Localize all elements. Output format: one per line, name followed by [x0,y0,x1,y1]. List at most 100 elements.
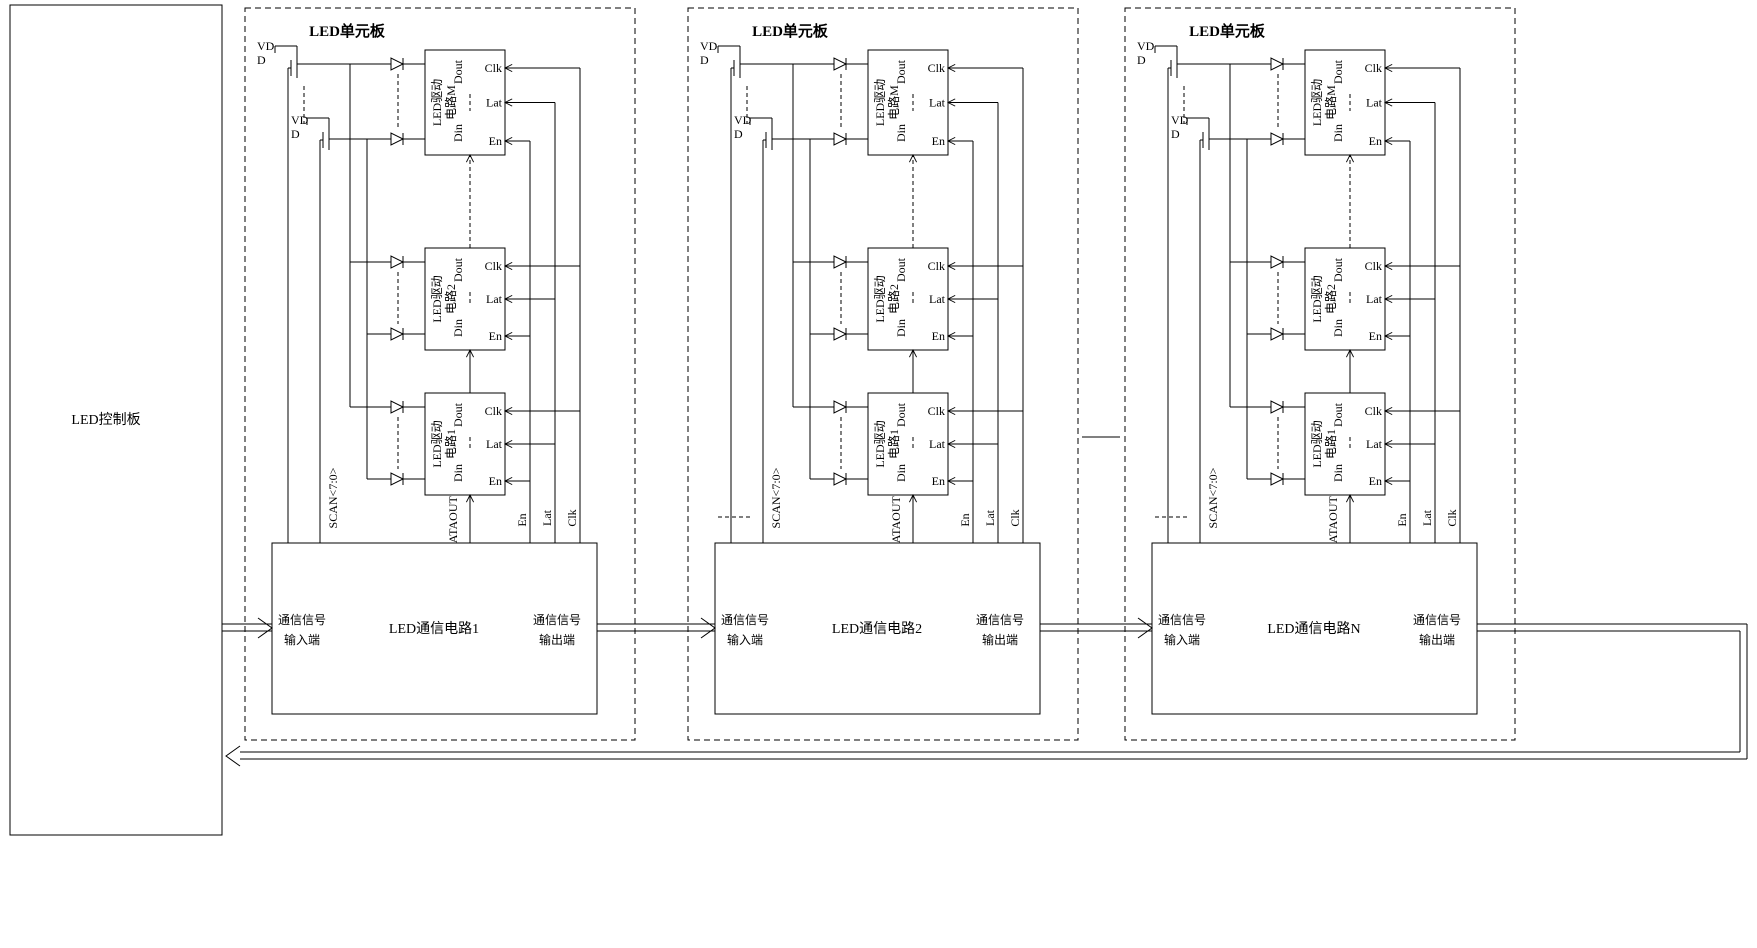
comm-output-label: 通信信号 [976,613,1024,627]
pin-label-clk: Clk [1365,259,1382,273]
comm-input-label: 输入端 [1164,632,1200,647]
led-diode-icon [833,57,848,71]
scan-transistor-icon: VDD [1137,39,1178,543]
scan-bus-label: SCAN<7:0> [1206,467,1220,528]
led-unit-board-3: LED单元板VDDVDDSCAN<7:0>LED驱动电路MDoutDinClkL… [1124,7,1516,741]
driver-circuit-border [1304,247,1386,351]
control-board-border [9,4,223,836]
comm-output-label: 输出端 [539,632,575,647]
vdd-label: VD [734,113,752,127]
pin-label-dout: Dout [1331,402,1345,427]
led-diode-icon [833,132,848,146]
vdd-label: VD [700,39,718,53]
vdd-label: D [1171,127,1180,141]
unit-board-border [1124,7,1516,741]
driver-name: 电路2 [443,284,458,314]
driver-name: 电路1 [1323,429,1338,459]
led-diode-icon [833,472,848,486]
comm-signal-bus [222,617,1748,767]
driver-name: LED驱动 [430,79,444,126]
driver-name: LED驱动 [1310,79,1324,126]
led-diode-icon [390,57,405,71]
pin-label-dout: Dout [451,402,465,427]
pin-label-lat: Lat [929,437,946,451]
led-diode-icon [1270,400,1285,414]
driver-name: 电路M [1323,85,1338,120]
pin-label-lat: Lat [1366,437,1383,451]
driver-name: 电路M [443,85,458,120]
led-diode-icon [1270,472,1285,486]
vdd-label: VD [1171,113,1189,127]
pin-label-lat: Lat [929,96,946,110]
led-diode-icon [1270,57,1285,71]
vdd-label: D [734,127,743,141]
comm-input-label: 通信信号 [278,613,326,627]
pin-label-din: Din [451,319,465,337]
pin-label-clk: Clk [1365,404,1382,418]
driver-circuit-border [424,247,506,351]
comm-input-label: 通信信号 [721,613,769,627]
comm-output-label: 通信信号 [533,613,581,627]
driver-name: 电路1 [443,429,458,459]
pin-label-clk: Clk [1365,61,1382,75]
led-diode-icon [833,327,848,341]
driver-circuit-border [424,392,506,496]
scan-transistor-icon: VDD [1171,113,1210,543]
comm-circuit-border [271,542,598,715]
led-driver-circuit-box: LED驱动电路2DoutDinClkLatEn [867,247,949,351]
led-diode-icon [390,255,405,269]
pin-label-dout: Dout [894,402,908,427]
pin-label-din: Din [451,124,465,142]
led-driver-circuit-box: LED驱动电路MDoutDinClkLatEn [867,49,949,156]
en-bus-label: En [958,513,972,526]
bus-arrowhead-icon [1137,617,1153,639]
unit-board-title: LED单元板 [752,22,829,40]
lat-bus-label: Lat [1420,509,1434,526]
unit-board-title: LED单元板 [1189,22,1266,40]
led-diode-icon [390,400,405,414]
driver-name: 电路M [886,85,901,120]
bus-arrowhead-icon [700,617,716,639]
led-diode-icon [1270,132,1285,146]
led-driver-circuit-box: LED驱动电路2DoutDinClkLatEn [1304,247,1386,351]
driver-name: LED驱动 [1310,275,1324,322]
led-unit-board-1: LED单元板VDDVDDSCAN<7:0>LED驱动电路MDoutDinClkL… [244,7,636,741]
pin-label-lat: Lat [1366,292,1383,306]
unit-board-title: LED单元板 [309,22,386,40]
pin-label-din: Din [894,319,908,337]
led-driver-circuit-box: LED驱动电路1DoutDinClkLatEn [867,392,949,496]
vdd-label: D [257,53,266,67]
driver-circuit-border [867,49,949,156]
pin-label-en: En [1369,329,1382,343]
clk-bus-label: Clk [565,509,579,526]
pin-label-din: Din [894,464,908,482]
control-board-name: LED控制板 [71,412,140,428]
pin-label-clk: Clk [928,61,945,75]
driver-name: LED驱动 [873,79,887,126]
scan-transistor-icon: VDD [291,113,330,543]
comm-circuit-name: LED通信电路N [1267,621,1360,637]
comm-circuit-name: LED通信电路2 [832,621,922,637]
pin-label-lat: Lat [486,437,503,451]
en-bus-label: En [1395,513,1409,526]
pin-label-clk: Clk [485,259,502,273]
driver-name: 电路1 [886,429,901,459]
lat-bus-label: Lat [540,509,554,526]
comm-input-label: 输入端 [284,632,320,647]
vdd-label: D [291,127,300,141]
dataout-label: DATAOUT [1326,495,1340,551]
pin-label-en: En [932,329,945,343]
pin-label-dout: Dout [894,59,908,84]
driver-circuit-border [1304,49,1386,156]
pin-label-din: Din [1331,464,1345,482]
driver-circuit-border [867,392,949,496]
led-diode-icon [833,255,848,269]
vdd-label: D [1137,53,1146,67]
unit-board-border [244,7,636,741]
unit-board-border [687,7,1079,741]
pin-label-dout: Dout [451,59,465,84]
